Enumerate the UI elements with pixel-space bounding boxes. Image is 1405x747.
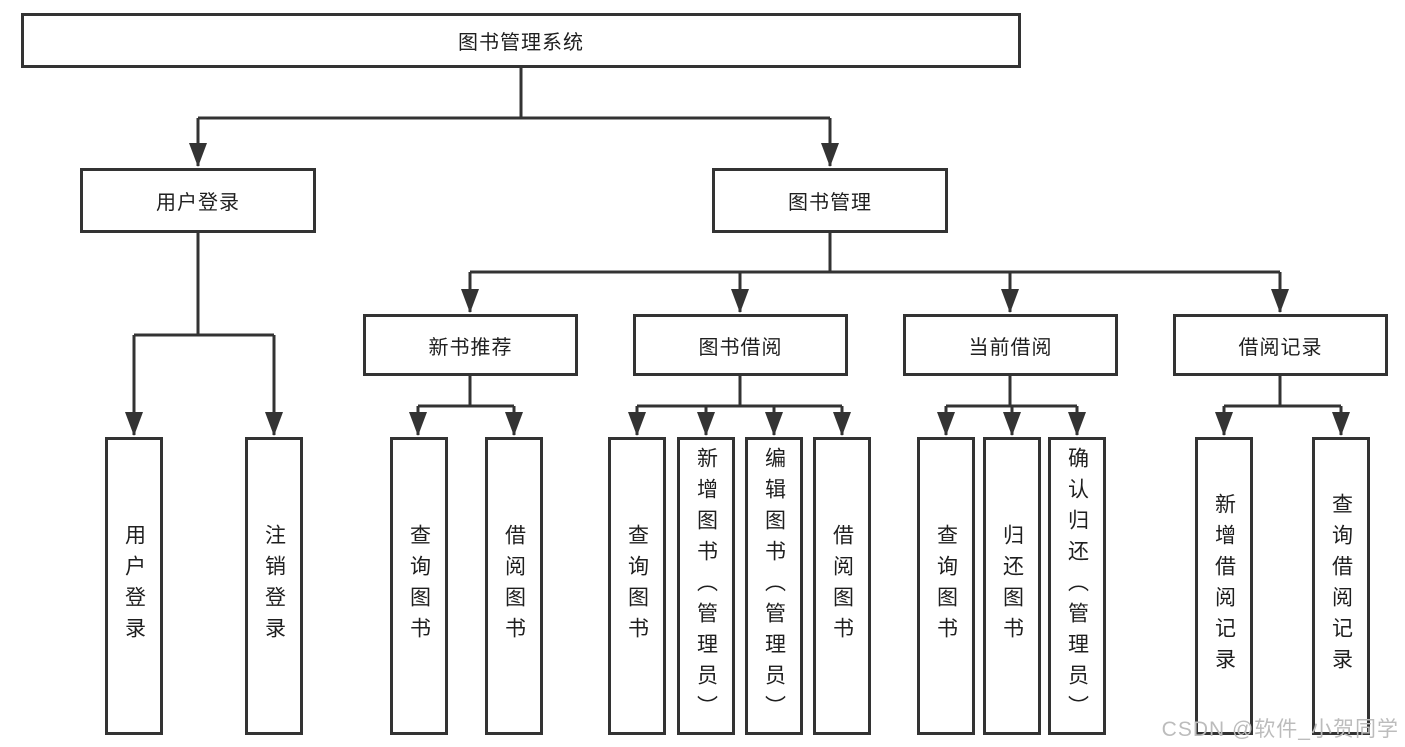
node-new-book-recommend: 新书推荐: [363, 314, 578, 376]
leaf-borrow-book-recommend: 借阅图书: [485, 437, 543, 735]
connector-borrow-to-leaves: [628, 376, 851, 436]
leaf-borrow-book: 借阅图书: [813, 437, 871, 735]
node-label: 新书推荐: [428, 336, 513, 359]
leaf-label: 编辑图书（管理员）: [762, 446, 786, 726]
leaf-label: 查询图书: [407, 524, 431, 648]
leaf-label: 注销登录: [262, 524, 286, 648]
csdn-watermark: CSDN @软件_小贺同学: [1161, 718, 1399, 741]
node-label: 图书借阅: [698, 336, 783, 359]
leaf-add-book-admin: 新增图书（管理员）: [677, 437, 735, 735]
node-label: 用户登录: [156, 192, 240, 214]
leaf-label: 查询图书: [934, 524, 958, 648]
leaf-confirm-return-admin: 确认归还（管理员）: [1048, 437, 1106, 735]
leaf-label: 查询借阅记录: [1329, 493, 1353, 679]
node-user-login: 用户登录: [80, 168, 316, 233]
leaf-query-book-current: 查询图书: [917, 437, 975, 735]
node-label: 当前借阅: [968, 336, 1053, 359]
connector-login-to-leaves: [125, 233, 283, 436]
leaf-query-book-borrow: 查询图书: [608, 437, 666, 735]
leaf-query-book-recommend: 查询图书: [390, 437, 448, 735]
leaf-label: 确认归还（管理员）: [1065, 446, 1089, 726]
leaf-edit-book-admin: 编辑图书（管理员）: [745, 437, 803, 735]
node-current-borrow: 当前借阅: [903, 314, 1118, 376]
leaf-logout: 注销登录: [245, 437, 303, 735]
connector-bookmgmt-to-level3: [461, 233, 1289, 313]
node-library-management-system: 图书管理系统: [21, 13, 1021, 68]
leaf-label: 借阅图书: [830, 524, 854, 648]
connector-newbook-to-leaves: [409, 376, 523, 436]
leaf-label: 查询图书: [625, 524, 649, 648]
leaf-label: 新增借阅记录: [1212, 493, 1236, 679]
leaf-label: 借阅图书: [502, 524, 526, 648]
node-label: 借阅记录: [1238, 336, 1323, 359]
leaf-label: 新增图书（管理员）: [694, 446, 718, 726]
leaf-return-book: 归还图书: [983, 437, 1041, 735]
leaf-label: 归还图书: [1000, 524, 1024, 648]
leaf-user-login: 用户登录: [105, 437, 163, 735]
node-label: 图书管理系统: [458, 32, 584, 54]
node-book-borrow: 图书借阅: [633, 314, 848, 376]
node-book-management: 图书管理: [712, 168, 948, 233]
connector-root-to-level2: [189, 68, 839, 167]
connector-records-to-leaves: [1215, 376, 1350, 436]
node-borrow-records: 借阅记录: [1173, 314, 1388, 376]
leaf-add-borrow-record: 新增借阅记录: [1195, 437, 1253, 735]
leaf-query-borrow-record: 查询借阅记录: [1312, 437, 1370, 735]
connector-current-to-leaves: [937, 376, 1086, 436]
node-label: 图书管理: [788, 192, 872, 214]
leaf-label: 用户登录: [122, 524, 146, 648]
